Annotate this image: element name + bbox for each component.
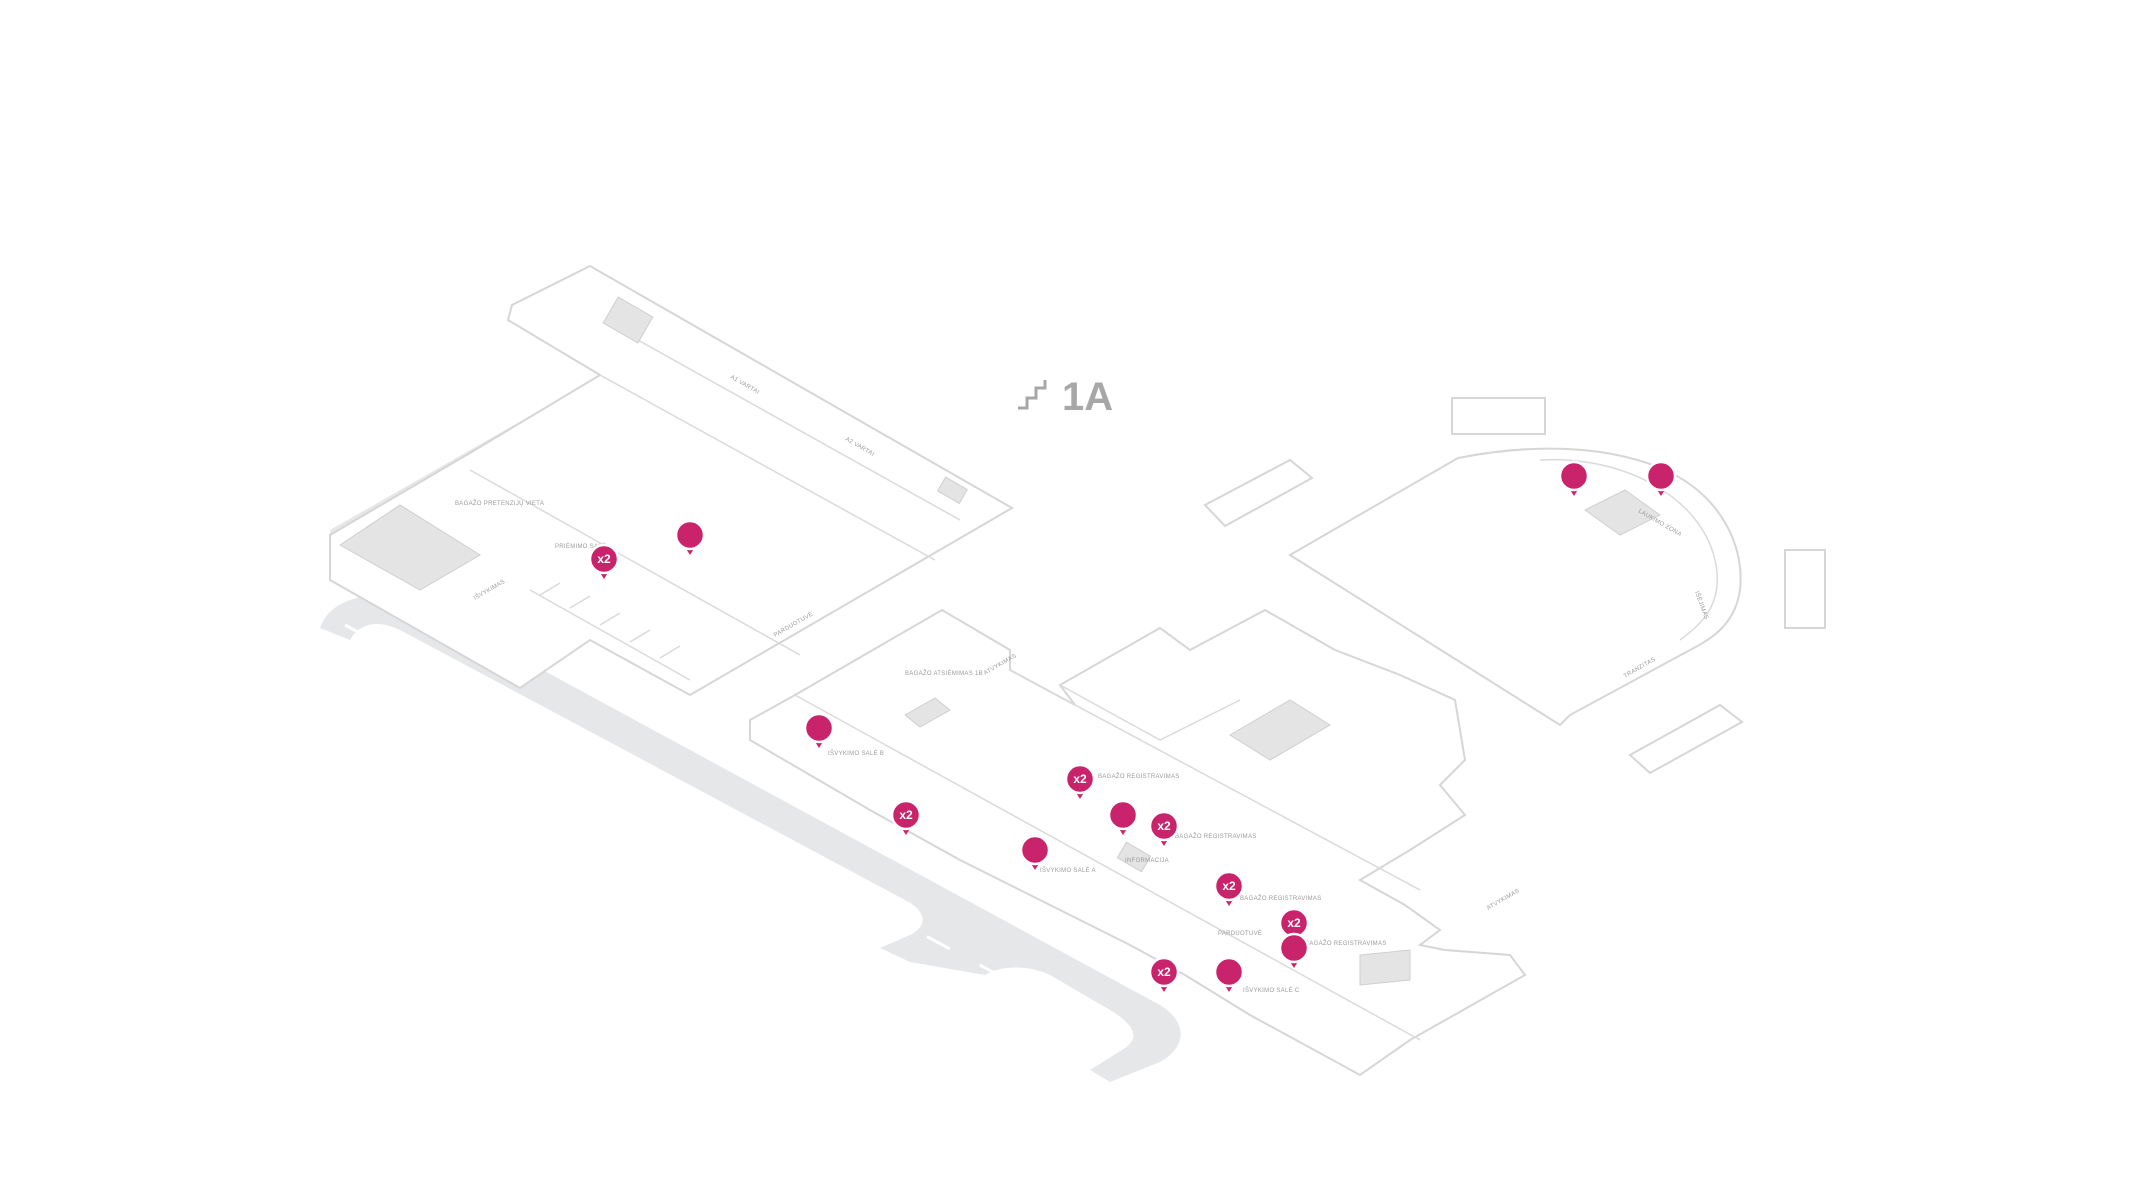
pin-count: x2 (1157, 819, 1171, 833)
poi-marker-6[interactable]: x2 (1064, 763, 1096, 799)
apron-road (320, 595, 1181, 1082)
poi-markers: x2 x2 x2 x2 x2 x2 x2 (588, 460, 1677, 992)
pin-icon[interactable] (1148, 956, 1180, 988)
hall-b-label: IŠVYKIMO SALĖ B (828, 750, 884, 757)
poi-marker-1[interactable] (674, 519, 706, 555)
pin-count: x2 (1222, 879, 1236, 893)
baggage-check-2-label: BAGAŽO REGISTRAVIMAS (1175, 832, 1257, 840)
pin-icon[interactable] (588, 543, 620, 575)
east-satellite: LAUKIMO ZONA IŠĖJIMAS TRANZITAS (1203, 397, 1826, 775)
poi-marker-13[interactable] (1278, 932, 1310, 968)
poi-marker-2[interactable]: x2 (588, 543, 620, 579)
pin-count: x2 (1287, 916, 1301, 930)
pin-icon[interactable] (1213, 870, 1245, 902)
floor-indicator: 1A (1018, 375, 1113, 419)
pin-icon[interactable] (1278, 932, 1310, 964)
pin-count: x2 (1157, 965, 1171, 979)
poi-marker-7[interactable]: x2 (890, 799, 922, 835)
pin-icon[interactable] (1064, 763, 1096, 795)
reception-label: PRIĖMIMO SALĖ (555, 543, 606, 550)
baggage-check-4-label: BAGAŽO REGISTRAVIMAS (1305, 939, 1387, 947)
baggage-check-3-label: BAGAŽO REGISTRAVIMAS (1240, 894, 1322, 902)
west-terminal: A1 VARTAI A2 VARTAI BAGAŽO PRETENZIJŲ VI… (329, 264, 1015, 697)
poi-marker-4[interactable] (1645, 460, 1677, 496)
hall-c-label: IŠVYKIMO SALĖ C (1243, 987, 1300, 994)
pin-count: x2 (597, 552, 611, 566)
poi-marker-11[interactable]: x2 (1213, 870, 1245, 906)
stairs-icon (1018, 380, 1047, 410)
poi-marker-5[interactable] (803, 712, 835, 748)
pin-icon[interactable] (1558, 460, 1590, 492)
pin-icon[interactable] (1107, 799, 1139, 831)
info-label: INFORMACIJA (1125, 858, 1169, 864)
arrivals-east-label: ATVYKIMAS (1486, 888, 1521, 912)
pin-icon[interactable] (890, 799, 922, 831)
pin-icon[interactable] (1645, 460, 1677, 492)
pin-icon[interactable] (803, 712, 835, 744)
pin-icon[interactable] (1019, 834, 1051, 866)
poi-marker-8[interactable] (1107, 799, 1139, 835)
poi-marker-10[interactable] (1019, 834, 1051, 870)
shop-south-label: PARDUOTUVĖ (1218, 930, 1262, 937)
pin-count: x2 (1073, 772, 1087, 786)
poi-marker-3[interactable] (1558, 460, 1590, 496)
baggage-check-1-label: BAGAŽO REGISTRAVIMAS (1098, 772, 1180, 780)
pin-icon[interactable] (1213, 956, 1245, 988)
pin-icon[interactable] (674, 519, 706, 551)
poi-marker-14[interactable]: x2 (1148, 956, 1180, 992)
pin-icon[interactable] (1148, 810, 1180, 842)
poi-marker-15[interactable] (1213, 956, 1245, 992)
poi-marker-9[interactable]: x2 (1148, 810, 1180, 846)
baggage-1b-label: BAGAŽO ATSIĖMIMAS 1B (905, 669, 983, 677)
pin-count: x2 (899, 808, 913, 822)
floor-label: 1A (1062, 375, 1113, 419)
baggage-reclaim-label: BAGAŽO PRETENZIJŲ VIETA (455, 499, 544, 507)
hall-a-label: IŠVYKIMO SALĖ A (1040, 867, 1096, 874)
